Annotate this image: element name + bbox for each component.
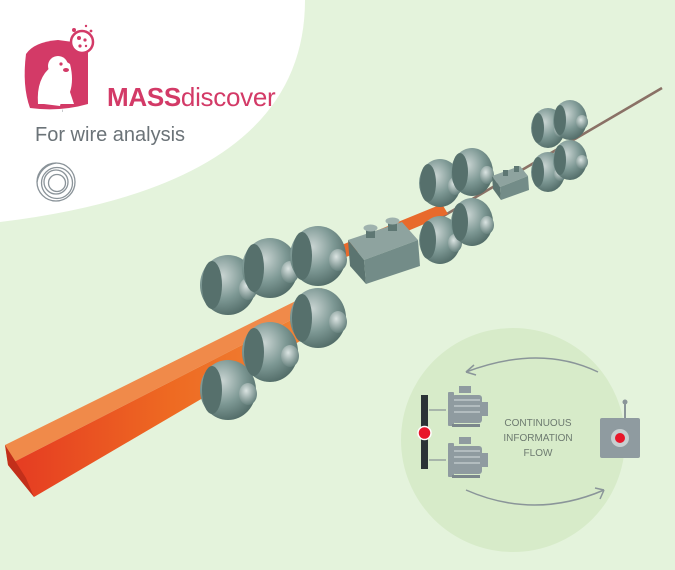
mill-stand-icon	[417, 395, 446, 469]
information-flow-circle	[401, 328, 625, 552]
brand-name-light: discover	[180, 82, 276, 112]
tagline: For wire analysis	[35, 124, 186, 146]
mascot-badge-text: i	[62, 108, 63, 113]
flow-arrow-icon	[465, 357, 605, 506]
flow-label-line: FLOW	[523, 448, 553, 459]
gearbox-small	[492, 166, 529, 200]
motor-icon	[448, 386, 488, 427]
sensor-device-icon	[600, 399, 640, 458]
flow-label-line: INFORMATION	[503, 433, 573, 444]
flow-label-line: CONTINUOUS	[504, 418, 572, 429]
roller-set-large	[200, 226, 347, 420]
roller-set-medium	[419, 148, 494, 264]
motor-icon	[448, 437, 488, 478]
roller-set-small	[531, 100, 588, 192]
continuous-information-flow-label: CONTINUOUS INFORMATION FLOW	[490, 416, 586, 461]
signal-dot-icon	[417, 425, 432, 441]
brand-name: MASSdiscover	[107, 82, 276, 113]
coil-icon	[36, 162, 76, 202]
gearbox-large	[348, 217, 420, 284]
brand-name-bold: MASS	[107, 82, 181, 112]
seal-mascot-icon: i	[24, 24, 95, 113]
thick-wire-end	[5, 445, 34, 497]
